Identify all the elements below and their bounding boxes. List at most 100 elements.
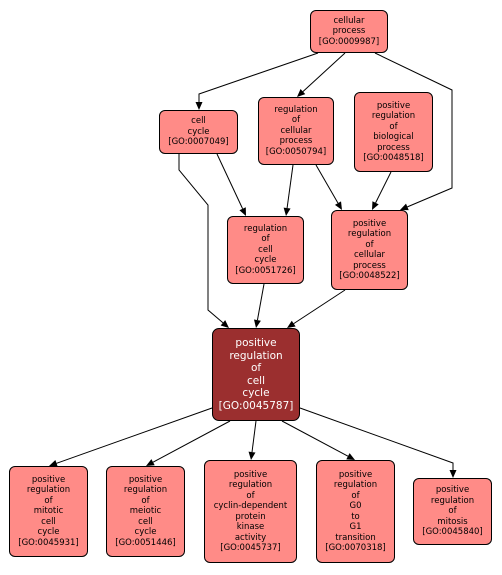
node-text-line: of [261,234,270,245]
node-text-line: of [448,506,457,517]
node-go-id: [GO:0045737] [220,543,281,553]
arrowhead [449,470,457,478]
node-text-line: process [377,142,410,153]
node-text-line: of [365,239,374,250]
edge-GO_0009987-to-GO_0048522 [374,52,453,211]
node-text-line: cycle [187,126,210,137]
node-text-line: positive [338,469,373,480]
node-text-line: regulation [333,480,378,490]
arrowhead [372,201,379,210]
arrowhead [334,201,342,210]
node-text-line: kinase [236,522,265,532]
node-text-line: activity [234,532,267,543]
arrowhead [49,460,58,467]
edge-GO_0050794-to-GO_0051726 [283,164,294,216]
node-text-line: cyclin-dependent [213,501,288,511]
edge-GO_0007049-to-GO_0045787 [178,154,229,328]
arrowhead [253,319,261,328]
node-text-line: mitotic [33,506,64,517]
arrowhead [287,320,296,328]
edge-GO_0045787-to-GO_0045737 [248,420,257,460]
node-text-line: biological [373,132,414,142]
arrowhead [195,102,203,110]
node-text-line: cycle [254,255,277,266]
node-go-id: [GO:0051446] [115,537,176,548]
node-text-line: protein [235,511,266,522]
node-text-line: meiotic [129,506,162,517]
node-text-line: regulation [26,485,71,496]
node-text-line: regulation [228,480,273,490]
arrowhead [400,203,409,211]
node-text-line: cellular [280,125,312,136]
arrowhead [239,207,246,216]
node-text-line: regulation [229,349,283,362]
node-text-line: cell [246,374,266,387]
node-text-line: cell [191,116,206,127]
node-text-line: cycle [242,387,270,399]
node-text-line: regulation [243,223,288,234]
node-text-line: of [351,490,360,501]
node-text-line: of [246,490,255,501]
node-text-line: of [44,495,53,506]
node-text-line: cellular [333,15,365,26]
node-go-id: [GO:0048522] [339,271,400,281]
node-text-line: regulation [274,104,318,115]
node-text-line: positive [233,469,268,480]
edge-GO_0050794-to-GO_0048522 [315,164,342,210]
node-text-line: positive [31,474,66,485]
node-text-line: regulation [371,111,416,121]
edge-GO_0045787-to-GO_0045931 [49,407,213,467]
node-text-line: cell [138,516,153,527]
node-text-line: cycle [37,527,60,538]
node-text-line: positive [376,100,411,111]
edge-GO_0009987-to-GO_0050794 [297,52,346,97]
edge-GO_0051726-to-GO_0045787 [253,283,265,328]
arrowhead [248,451,256,460]
edge-GO_0048522-to-GO_0045787 [287,289,346,328]
node-text-line: cell [41,516,56,527]
node-text-line: of [250,362,262,374]
node-text-line: of [291,115,301,126]
node-go-id: [GO:0048518] [363,153,424,163]
edge-GO_0045787-to-GO_0051446 [146,420,231,466]
node-go-id: [GO:0070318] [325,543,386,553]
arrowhead [346,453,355,460]
node-go-id: [GO:0051726] [235,265,296,276]
node-go-id: [GO:0045787] [218,399,294,412]
node-text-line: process [279,136,313,147]
node-text-line: cellular [353,250,386,260]
node-text-line: G0 [349,501,362,511]
node-text-line: of [141,495,150,506]
node-text-line: transition [335,532,376,543]
node-text-line: positive [352,218,387,229]
arrowhead [283,207,291,216]
arrowhead [146,459,155,466]
node-go-id: [GO:0045931] [18,537,79,548]
node-text-line: of [389,121,398,132]
node-text-line: regulation [347,229,392,239]
node-text-line: regulation [430,495,475,506]
node-go-id: [GO:0050794] [265,146,327,157]
node-text-line: positive [128,474,163,485]
node-text-line: process [332,26,366,37]
node-text-line: positive [235,337,277,349]
node-text-line: G1 [349,522,362,532]
edge-GO_0048518-to-GO_0048522 [372,171,392,210]
edge-GO_0009987-to-GO_0007049 [195,52,319,110]
node-go-id: [GO:0009987] [318,36,380,47]
edge-GO_0045787-to-GO_0070318 [281,420,355,460]
